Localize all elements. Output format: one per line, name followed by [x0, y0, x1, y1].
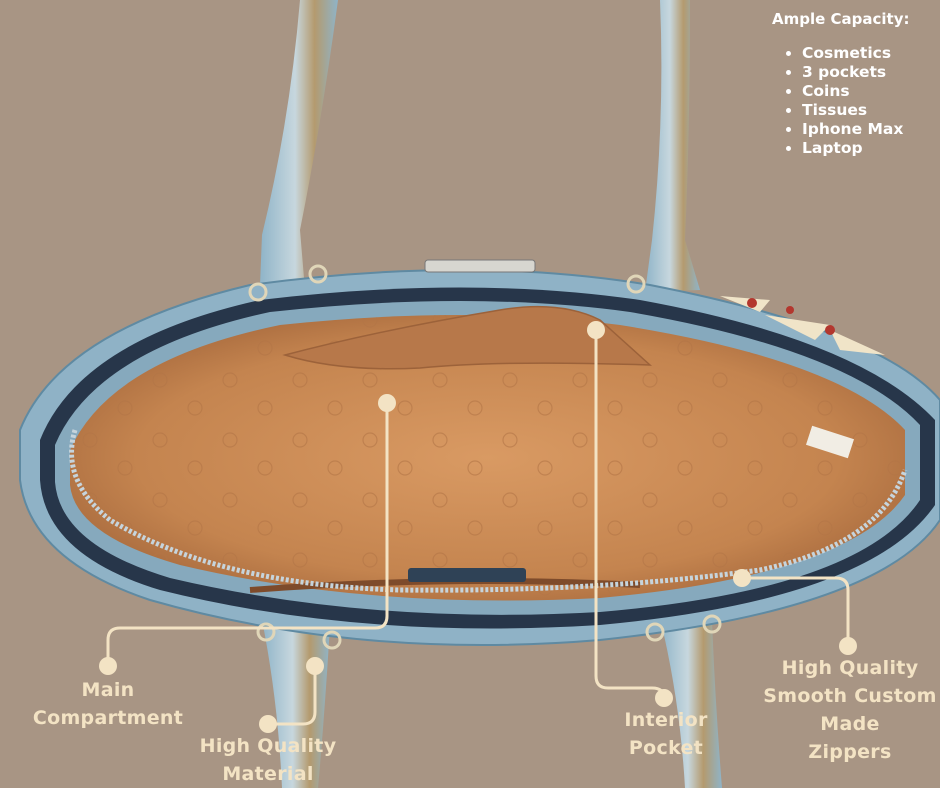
made-in-tag [805, 425, 855, 459]
capacity-item: Laptop [802, 139, 909, 158]
interior-pocket-label: Interior Pocket [584, 706, 748, 762]
strap-ring [626, 274, 646, 294]
callout-line-main [106, 403, 389, 666]
brand-label [408, 568, 526, 582]
right-bottom-strap [660, 618, 722, 788]
strap-ring [322, 630, 342, 650]
capacity-item: Tissues [802, 101, 909, 120]
callout-dot [99, 657, 117, 675]
material-label: High Quality Material [196, 732, 340, 788]
callout-lines [106, 330, 850, 726]
callout-dot [259, 715, 277, 733]
label-line: Interior Pocket [624, 709, 708, 759]
strap-ring [645, 622, 665, 642]
label-line: Smooth Custom [763, 685, 937, 707]
right-top-strap [645, 0, 700, 292]
flower-decoration [720, 296, 885, 355]
callout-dot [733, 569, 751, 587]
zipper [69, 429, 908, 593]
capacity-item: Cosmetics [802, 44, 909, 63]
callout-dot [587, 321, 605, 339]
main-compartment-label: Main Compartment [20, 676, 196, 732]
left-top-strap [260, 0, 338, 290]
callout-dot [306, 657, 324, 675]
label-line: High Quality [781, 657, 919, 679]
capacity-list: Cosmetics 3 pockets Coins Tissues Iphone… [772, 44, 909, 158]
callout-line-material [268, 666, 317, 726]
label-line: High Quality [199, 735, 337, 757]
label-line: Zippers [808, 741, 892, 763]
interior-pocket [282, 305, 653, 370]
lining-pattern [70, 315, 905, 601]
callout-dot [655, 689, 673, 707]
strap-ring [256, 622, 276, 642]
strap-ring [308, 264, 328, 284]
strap-ring [702, 614, 722, 634]
callout-dot [839, 637, 857, 655]
label-line: Made [820, 713, 880, 735]
strap-ring [248, 282, 268, 302]
callout-line-zipper [742, 576, 850, 646]
capacity-title: Ample Capacity: [772, 10, 910, 28]
callout-dot [378, 394, 396, 412]
capacity-item: 3 pockets [802, 63, 909, 82]
zippers-label: High Quality Smooth Custom Made Zippers [762, 654, 938, 766]
callout-dots [99, 321, 857, 733]
capacity-item: Coins [802, 82, 909, 101]
label-line: Material [222, 763, 314, 785]
capacity-item: Iphone Max [802, 120, 909, 139]
label-line: Compartment [32, 707, 184, 729]
clasp [424, 259, 536, 273]
label-line: Main [81, 679, 135, 701]
capacity-panel: Ample Capacity: Cosmetics 3 pockets Coin… [772, 10, 909, 158]
